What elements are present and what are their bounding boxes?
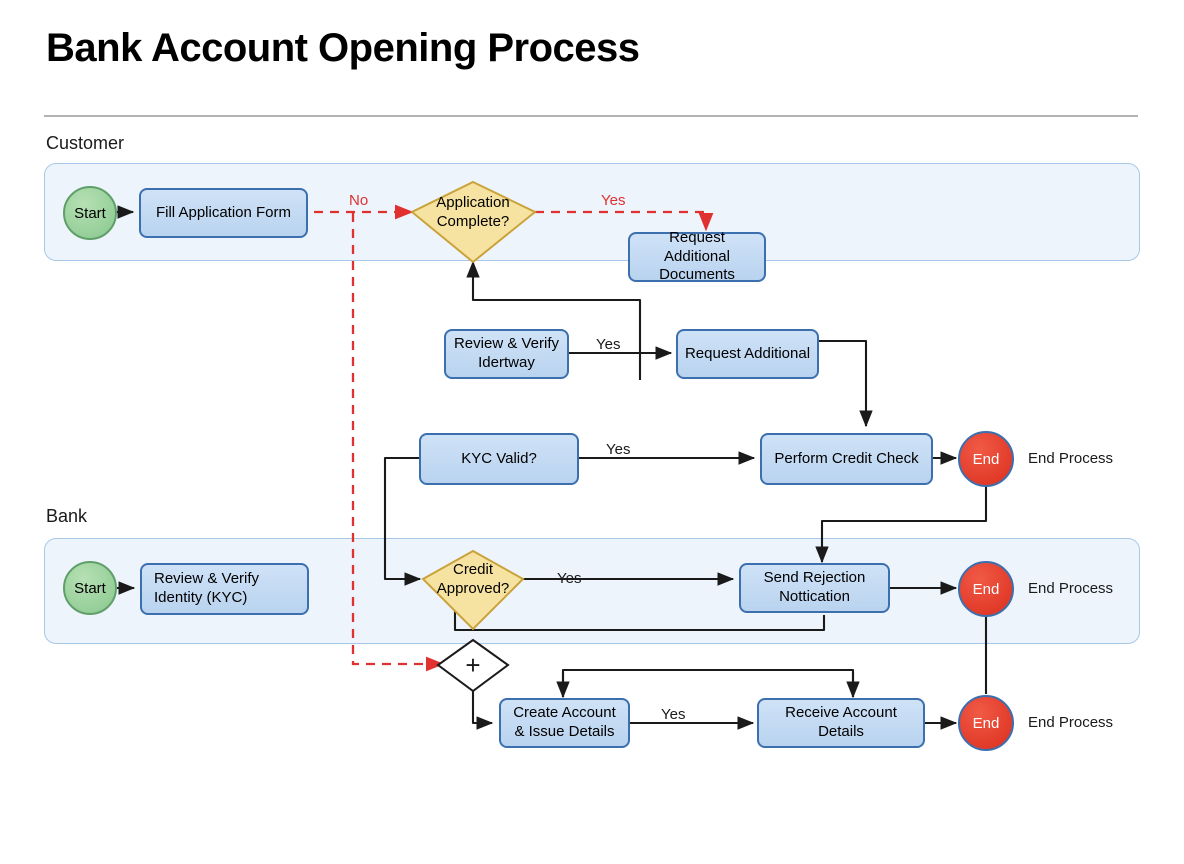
- end-event-rejection[interactable]: End: [958, 561, 1014, 617]
- edge-label-yes-documents: Yes: [601, 192, 626, 209]
- edge-label-yes-credit: Yes: [557, 570, 582, 587]
- gateway-credit-approved[interactable]: [421, 549, 525, 631]
- edge-credit-loop-rejection: [453, 600, 826, 632]
- start-event-customer[interactable]: Start: [63, 186, 117, 240]
- edge-endcredit-to-rejection: [815, 486, 988, 564]
- gateway-parallel[interactable]: [436, 638, 510, 693]
- end-event-credit[interactable]: End: [958, 431, 1014, 487]
- edge-request-to-complete: [466, 260, 642, 380]
- plus-icon: +: [465, 650, 481, 680]
- task-review-identity-line1: Review & Verify: [154, 570, 260, 588]
- task-send-rejection-nottication[interactable]: Send Rejection Nottication: [739, 563, 890, 613]
- end-event-rejection-caption: End Process: [1028, 580, 1114, 597]
- task-create-account-line2: & Issue Details: [514, 723, 615, 740]
- task-review-idertway-line1: Review & Verify: [453, 335, 560, 353]
- edge-complete-yes-to-documents: [535, 210, 714, 232]
- edge-label-yes-create: Yes: [661, 706, 686, 723]
- edge-label-yes-review: Yes: [596, 336, 621, 353]
- task-review-verify-identity[interactable]: Review & Verify Identity (KYC): [140, 563, 309, 615]
- start-event-bank[interactable]: Start: [63, 561, 117, 615]
- gateway-application-complete[interactable]: [410, 180, 537, 264]
- task-create-account-line1: Create Account: [513, 704, 616, 722]
- edge-gateway-to-create: [471, 691, 494, 730]
- task-review-idertway-line2: Idertway: [478, 354, 535, 371]
- lane-label-bank: Bank: [46, 506, 88, 526]
- edge-label-yes-kyc: Yes: [606, 441, 631, 458]
- end-event-account[interactable]: End: [958, 695, 1014, 751]
- end-event-credit-caption: End Process: [1028, 450, 1114, 467]
- task-perform-credit-check[interactable]: Perform Credit Check: [760, 433, 933, 485]
- task-create-account[interactable]: Create Account & Issue Details: [499, 698, 630, 748]
- page-title: Bank Account Opening Process: [46, 26, 640, 70]
- task-request-documents-line1: Request Additional: [664, 228, 730, 265]
- task-request-additional[interactable]: Request Additional: [676, 329, 819, 379]
- task-review-identity-line2: Identity (KYC): [154, 589, 248, 606]
- task-request-additional-documents[interactable]: Request Additional Documents: [628, 228, 766, 284]
- task-send-rejection-line2: Nottication: [779, 588, 850, 605]
- task-send-rejection-line1: Send Rejection: [763, 569, 866, 587]
- edge-spine-kyc-credit: [383, 456, 422, 586]
- edge-label-no: No: [349, 192, 369, 209]
- task-request-documents-line2: Documents: [659, 266, 735, 284]
- task-review-verify-idertway[interactable]: Review & Verify Idertway: [444, 329, 569, 379]
- end-event-account-caption: End Process: [1028, 714, 1114, 731]
- title-divider: [44, 115, 1138, 117]
- edge-no-branch-to-gateway: [351, 213, 445, 672]
- task-receive-account-details[interactable]: Receive Account Details: [757, 698, 925, 748]
- edge-request-to-creditcheck: [819, 339, 873, 428]
- task-fill-application-form[interactable]: Fill Application Form: [139, 188, 308, 238]
- task-kyc-valid[interactable]: KYC Valid?: [419, 433, 579, 485]
- lane-label-customer: Customer: [46, 133, 125, 153]
